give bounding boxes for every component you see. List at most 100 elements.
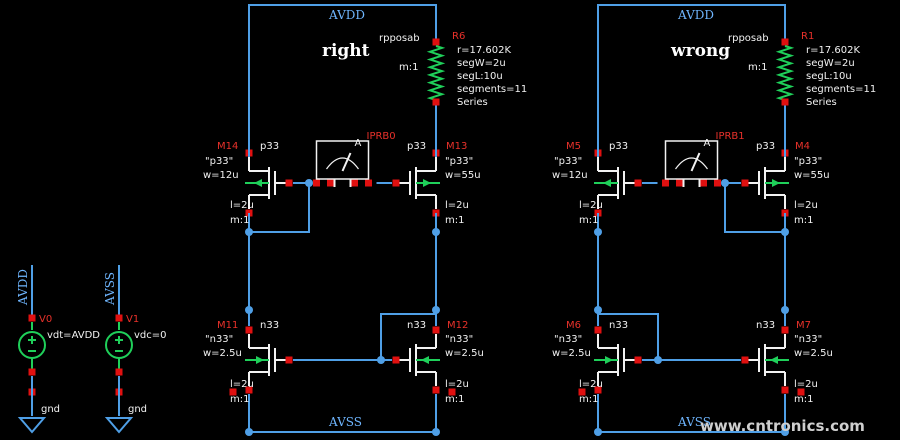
probe-glyph-label: A (704, 138, 711, 149)
probe-name-label: IPRB1 (716, 131, 745, 142)
pmos-left-length: l=2u (579, 200, 603, 211)
resistor-param-label: r=17.602K (457, 45, 511, 56)
nmos-right-mult: m:1 (794, 394, 813, 405)
pmos-right-width: w=55u (794, 170, 830, 181)
pmos-left-width: w=12u (203, 170, 239, 181)
resistor-zigzag (775, 45, 795, 101)
pin-marker (365, 179, 372, 187)
pmos-right-length: l=2u (794, 200, 818, 211)
nmos-left-model: n33 (260, 320, 279, 331)
bulk-arrow-icon (421, 356, 429, 364)
nmos-left-model-quoted: "n33" (554, 334, 582, 345)
nmos-right-model: n33 (756, 320, 775, 331)
junction-dot (781, 428, 789, 436)
avss-net-label: AVSS (677, 415, 711, 429)
avss-rail (597, 394, 786, 433)
probe-dial (675, 157, 708, 170)
source-name-label: V1 (126, 314, 139, 325)
pmos-right-mult: m:1 (794, 215, 813, 226)
pin-marker (432, 386, 440, 394)
pin-marker (313, 179, 320, 187)
resistor-param-label: r=17.602K (806, 45, 860, 56)
resistor-symbol (426, 45, 446, 101)
pin-marker (28, 368, 36, 376)
nmos-left-length: l=2u (230, 379, 254, 390)
pin-marker (448, 388, 456, 396)
pmos-right-mult: m:1 (445, 215, 464, 226)
ground-icon (104, 417, 134, 434)
junction-dot (432, 428, 440, 436)
current-probe-symbol (315, 140, 370, 187)
pin-marker (741, 179, 749, 187)
pin-marker (700, 179, 707, 187)
probe-needle (690, 152, 701, 172)
resistor-param-label: Series (806, 97, 837, 108)
bulk-arrow-icon (605, 356, 613, 364)
pmos-transistor-symbol (396, 157, 440, 209)
pin-marker (594, 386, 602, 394)
resistor-symbol (775, 45, 795, 101)
pin-marker (285, 356, 293, 364)
pmos-right-name: M13 (446, 141, 467, 152)
nmos-right-model-quoted: "n33" (445, 334, 473, 345)
nmos-right-model: n33 (407, 320, 426, 331)
resistor-param-label: Series (457, 97, 488, 108)
nmos-transistor-symbol (245, 334, 289, 386)
resistor-mult-label: m:1 (399, 62, 418, 73)
nmos-transistor-symbol (745, 334, 789, 386)
pmos-transistor-symbol (745, 157, 789, 209)
pin-marker (245, 386, 253, 394)
pmos-right-name: M4 (795, 141, 810, 152)
bulk-arrow-icon (603, 179, 611, 187)
pin-marker (285, 179, 293, 187)
nmos-transistor-symbol (594, 334, 638, 386)
pin-marker (115, 314, 123, 322)
nmos-right-mult: m:1 (445, 394, 464, 405)
pmos-left-model: p33 (609, 141, 628, 152)
junction-dot (781, 306, 789, 314)
junction-dot (594, 428, 602, 436)
nmos-right-length: l=2u (794, 379, 818, 390)
nmos-left-name: M11 (217, 320, 238, 331)
pmos-right-model: p33 (407, 141, 426, 152)
resistor-param-label: segW=2u (457, 58, 506, 69)
junction-dot (245, 428, 253, 436)
junction-dot (594, 306, 602, 314)
nmos-right-model-quoted: "n33" (794, 334, 822, 345)
pmos-left-name: M5 (566, 141, 581, 152)
pin-marker (115, 368, 123, 376)
diagram-title: right (322, 41, 370, 61)
source-net-label: AVDD (16, 269, 30, 306)
avss-rail (248, 394, 437, 433)
nmos-right-name: M7 (796, 320, 811, 331)
source-circle (105, 331, 133, 359)
probe-name-label: IPRB0 (367, 131, 396, 142)
source-value-label: vdc=0 (134, 330, 167, 341)
pmos-left-length: l=2u (230, 200, 254, 211)
nmos-right-length: l=2u (445, 379, 469, 390)
pmos-right-width: w=55u (445, 170, 481, 181)
resistor-name-label: R6 (452, 31, 465, 42)
probe-box (664, 140, 719, 180)
pin-marker (432, 98, 440, 106)
nmos-right-width: w=2.5u (445, 348, 484, 359)
probe-box (315, 140, 370, 180)
pin-marker (327, 179, 334, 187)
pin-marker (594, 326, 602, 334)
junction-dot (432, 306, 440, 314)
resistor-param-label: segments=11 (806, 84, 876, 95)
resistor-param-label: segL:10u (457, 71, 503, 82)
resistor-model-label: rpposab (728, 33, 769, 44)
source-net-label: AVSS (103, 272, 117, 306)
pmos-right-model: p33 (756, 141, 775, 152)
pin-marker (781, 386, 789, 394)
avss-net-label: AVSS (328, 415, 362, 429)
pin-marker (392, 356, 400, 364)
pin-marker (392, 179, 400, 187)
pin-marker (432, 38, 440, 46)
resistor-model-label: rpposab (379, 33, 420, 44)
